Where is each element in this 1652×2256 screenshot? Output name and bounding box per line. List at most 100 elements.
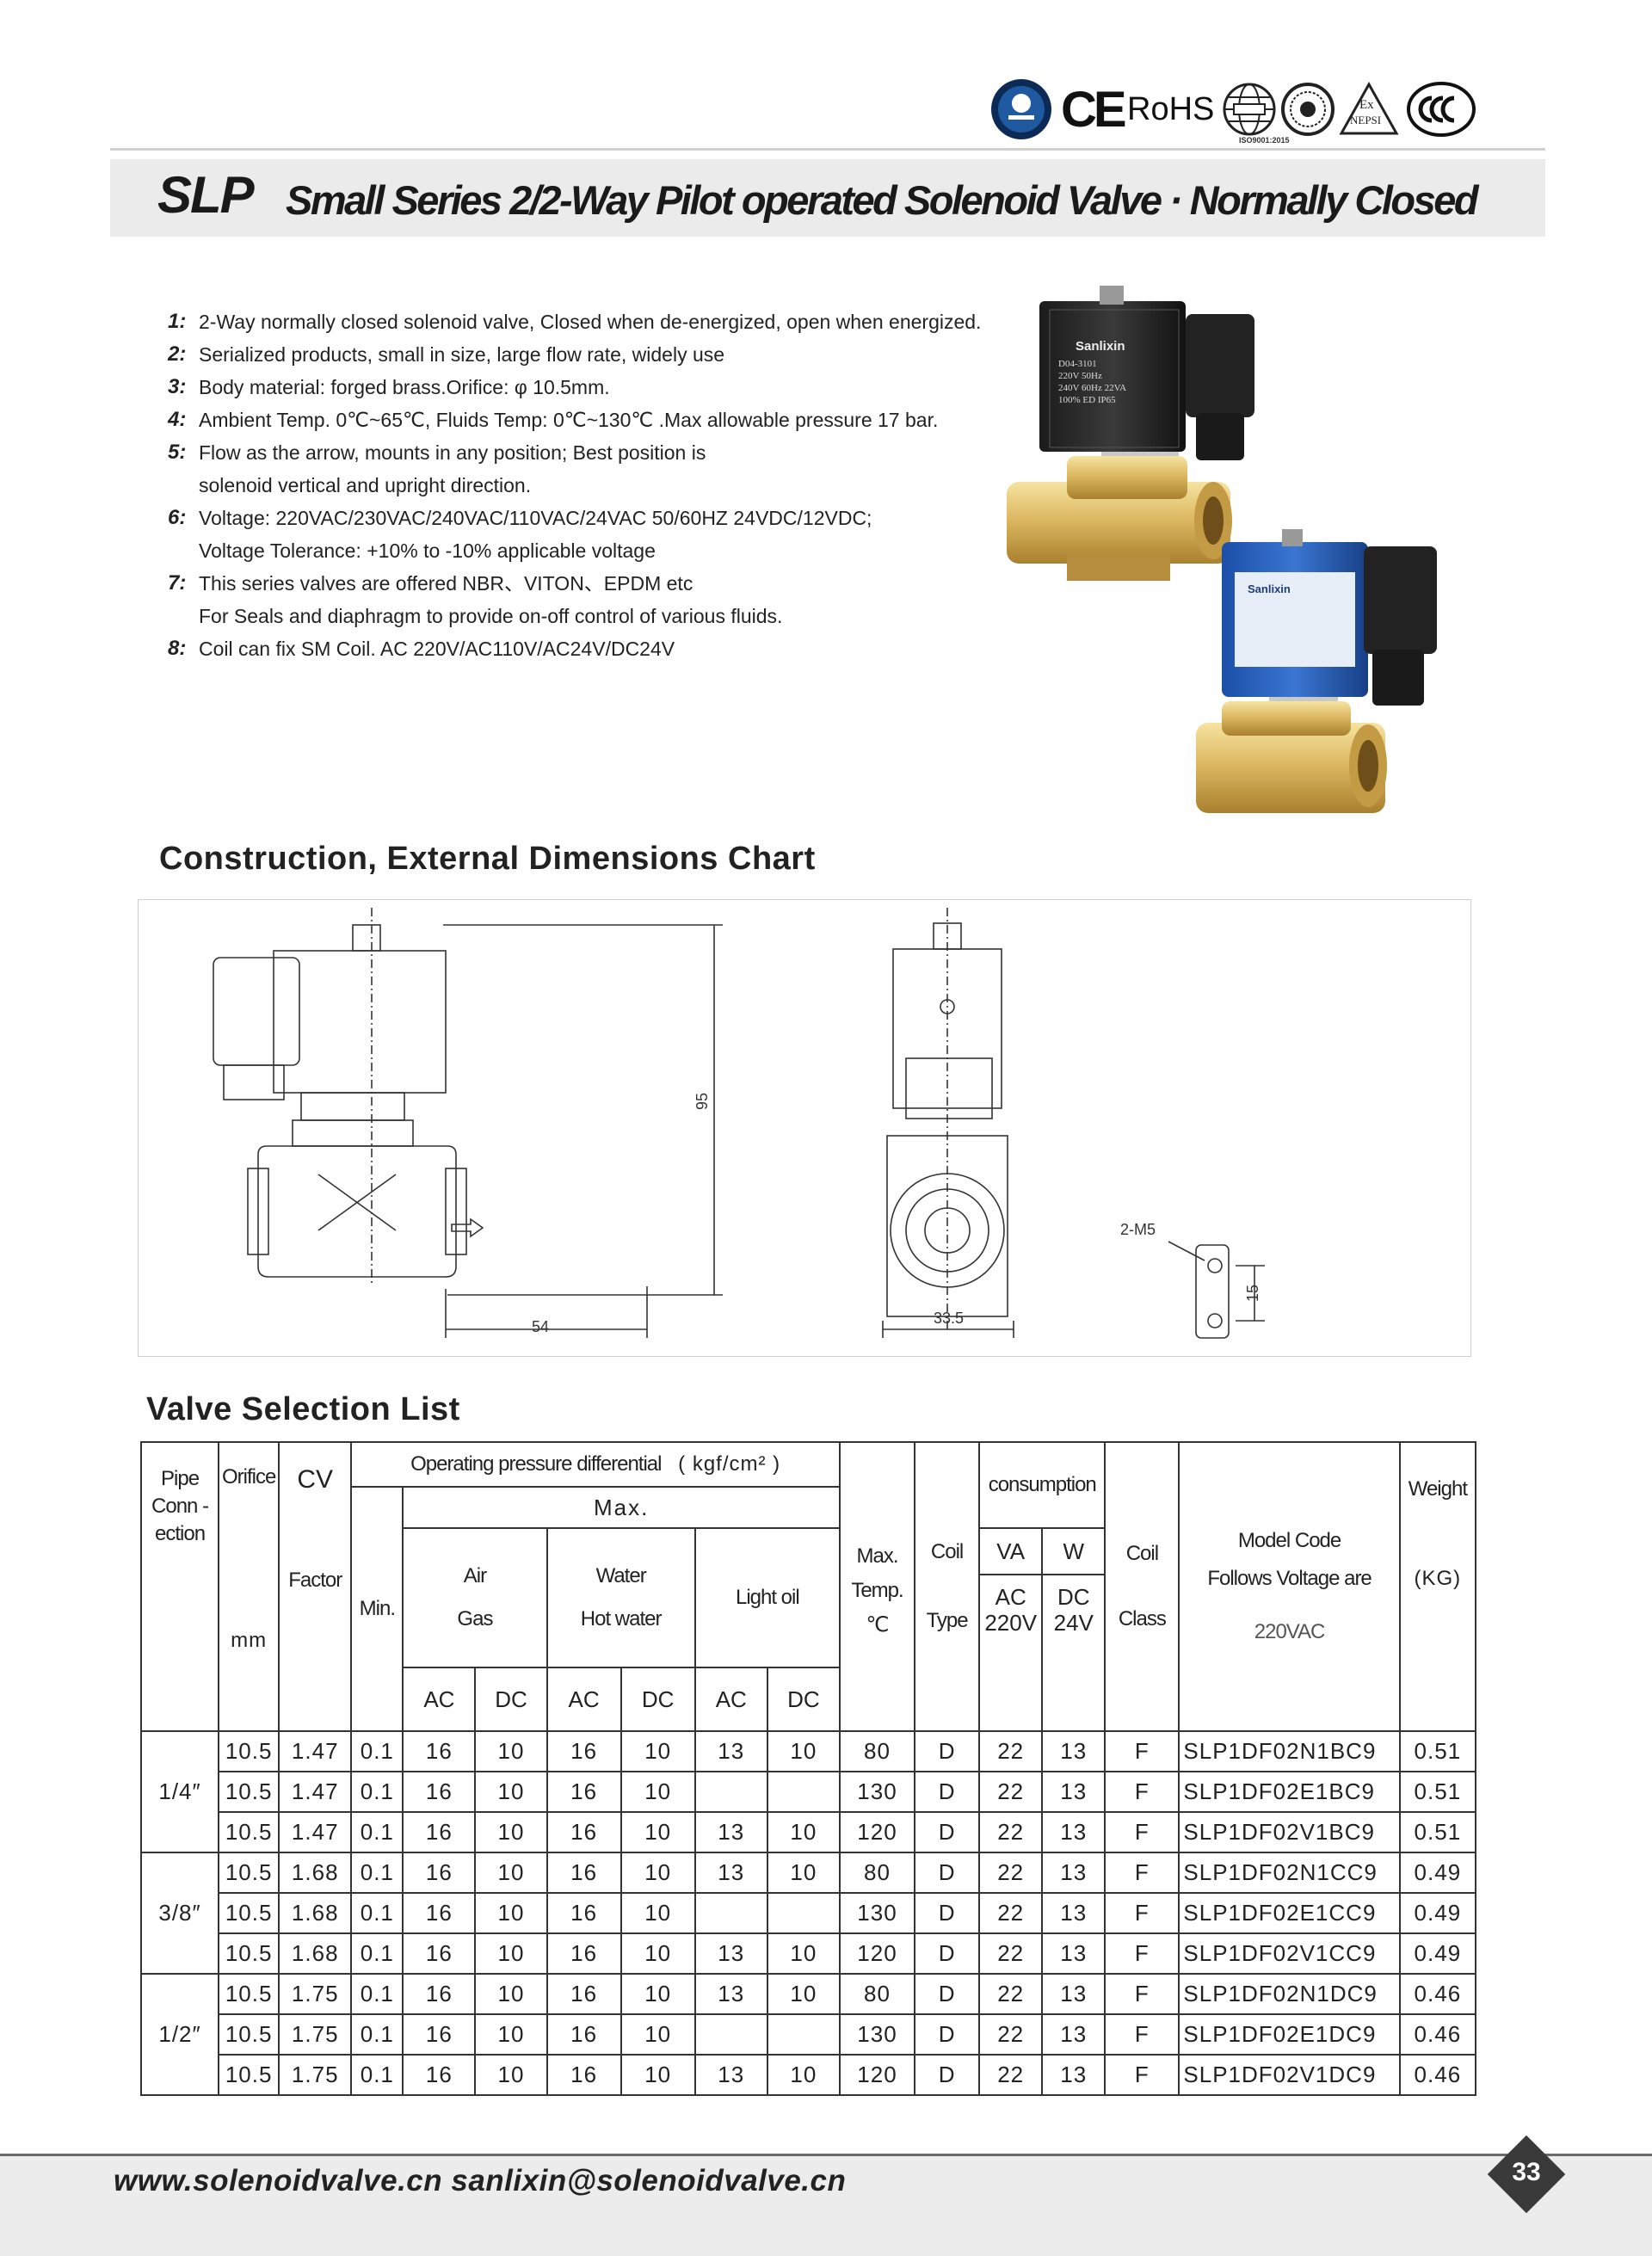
min-cell: 0.1 [350,1811,404,1853]
class-cell: F [1104,2054,1180,2096]
feature-number: 4: [168,408,187,431]
pipe-size-cell: 1/4″ [139,1730,220,1853]
orifice-cell: 10.5 [218,2013,280,2056]
va-cell: 22 [978,2013,1044,2056]
feature-number: 1: [168,310,187,333]
feature-item: 8: Coil can fix SM Coil. AC 220V/AC110V/… [168,632,994,665]
header-w: W [1041,1527,1106,1575]
temp-cell: 120 [838,1811,916,1853]
ce-mark: CE [1061,81,1127,138]
product-photo-blue-coil: Sanlixin [1187,529,1497,830]
oil-dc-cell: 10 [766,1973,841,2015]
type-cell: D [914,1811,981,1853]
model-cell: SLP1DF02E1CC9 [1178,1892,1401,1934]
air-dc-cell: 10 [474,2054,548,2096]
header-coil-class: Coil Class [1104,1441,1180,1732]
min-cell: 0.1 [350,1852,404,1894]
construction-title: Construction, External Dimensions Chart [159,841,816,877]
cv-cell: 1.47 [278,1811,353,1853]
header-opd-unit: ( kgf/cm² ) [678,1452,781,1476]
w-cell: 13 [1041,1771,1106,1813]
header-cv: CV Factor [278,1441,353,1732]
temp-cell: 80 [838,1730,916,1772]
oil-dc-cell: 10 [766,1730,841,1772]
temp-cell: 80 [838,1973,916,2015]
w-cell: 13 [1041,1892,1106,1934]
oil-ac-cell [693,2013,768,2056]
w-cell: 13 [1041,1730,1106,1772]
temp-cell: 120 [838,1932,916,1975]
coil-label-line: D04-3101 [1058,359,1097,369]
header-orifice: Orifice mm [218,1441,280,1732]
header-opd-label: Operating pressure differential [410,1452,662,1476]
air-dc-cell: 10 [474,1730,548,1772]
feature-item: 5: Flow as the arrow, mounts in any posi… [168,436,994,469]
selection-table: Pipe Conn -ection Orifice mm CV Factor O… [139,1441,1477,2096]
water-dc-cell: 10 [620,2054,696,2096]
temp-cell: 120 [838,2054,916,2096]
front-view [213,908,723,1338]
header-model-2: Follows Voltage are [1207,1567,1372,1590]
footer-band [0,2156,1652,2256]
valve-blue-coil-icon [1196,529,1437,813]
cv-cell: 1.68 [278,1852,353,1894]
water-dc-cell: 10 [620,1811,696,1853]
air-ac-cell: 16 [402,1932,477,1975]
air-dc-cell: 10 [474,2013,548,2056]
feature-item: 3: Body material: forged brass.Orifice: … [168,371,994,404]
feature-item: 6: Voltage: 220VAC/230VAC/240VAC/110VAC/… [168,502,994,534]
header-coil-class-2: Class [1118,1607,1167,1630]
feature-text: Serialized products, small in size, larg… [199,343,725,366]
oil-ac-cell [693,1892,768,1934]
header-max: Max. [402,1486,841,1529]
product-photo-black-coil: Sanlixin D04-3101 220V 50Hz 240V 60Hz 22… [998,284,1291,594]
water-ac-cell: 16 [546,1852,622,1894]
globe-icon [1223,83,1276,136]
header-water-label: Water [595,1564,647,1587]
header-max-temp: Max. Temp. ℃ [838,1441,916,1732]
pipe-size-cell: 1/2″ [139,1973,220,2096]
footer-rule [0,2154,1652,2156]
oil-ac-cell: 13 [693,1730,768,1772]
min-cell: 0.1 [350,1892,404,1934]
cv-cell: 1.47 [278,1730,353,1772]
header-water: Water Hot water [546,1527,696,1668]
series-title: SLP [157,166,255,224]
ex-triangle-icon [1339,82,1399,135]
coil-label-brand: Sanlixin [1076,339,1125,354]
feature-number: 3: [168,375,187,398]
header-va: VA [978,1527,1044,1575]
header-rule [110,148,1545,151]
cv-cell: 1.75 [278,2013,353,2056]
series-description: Small Series 2/2-Way Pilot operated Sole… [286,177,1479,223]
header-model-1: Model Code [1237,1529,1341,1552]
model-cell: SLP1DF02E1DC9 [1178,2013,1401,2056]
title-band [110,159,1545,237]
header-coil-class-1: Coil [1125,1542,1159,1565]
oil-dc-cell: 10 [766,2054,841,2096]
air-dc-cell: 10 [474,1771,548,1813]
air-dc-cell: 10 [474,1852,548,1894]
water-ac-cell: 16 [546,1973,622,2015]
temp-cell: 130 [838,1771,916,1813]
ex-nepsi-logo: Ex NEPSI [1339,80,1399,139]
feature-text: Body material: forged brass.Orifice: φ 1… [199,376,610,398]
header-weight-label: Weight [1408,1477,1468,1501]
type-cell: D [914,1771,981,1813]
orifice-cell: 10.5 [218,2054,280,2096]
header-gas: Gas [457,1607,493,1630]
min-cell: 0.1 [350,1973,404,2015]
seal-icon [1281,83,1335,136]
class-cell: F [1104,1932,1180,1975]
min-cell: 0.1 [350,2013,404,2056]
model-cell: SLP1DF02N1BC9 [1178,1730,1401,1772]
header-ac220: AC 220V [978,1574,1044,1732]
model-cell: SLP1DF02V1BC9 [1178,1811,1401,1853]
orifice-cell: 10.5 [218,1932,280,1975]
model-cell: SLP1DF02V1DC9 [1178,2054,1401,2096]
model-cell: SLP1DF02N1CC9 [1178,1852,1401,1894]
feature-text: Voltage: 220VAC/230VAC/240VAC/110VAC/24V… [199,507,872,529]
feature-text: 2-Way normally closed solenoid valve, Cl… [199,311,982,333]
